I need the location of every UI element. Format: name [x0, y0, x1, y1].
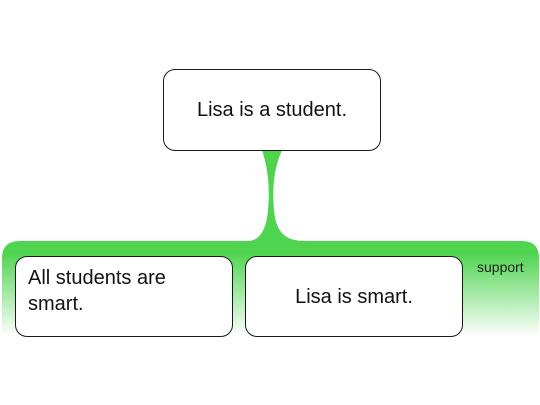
- support-connector: [248, 150, 305, 241]
- support-label: support: [477, 259, 524, 275]
- premise-text: Lisa is smart.: [295, 285, 413, 308]
- premise-text: All students are smart.: [28, 267, 166, 315]
- claim-node[interactable]: Lisa is a student.: [163, 69, 381, 151]
- premise-node-all-students-smart[interactable]: All students are smart.: [15, 256, 233, 337]
- premise-node-lisa-smart[interactable]: Lisa is smart.: [245, 256, 463, 337]
- claim-text: Lisa is a student.: [196, 99, 348, 121]
